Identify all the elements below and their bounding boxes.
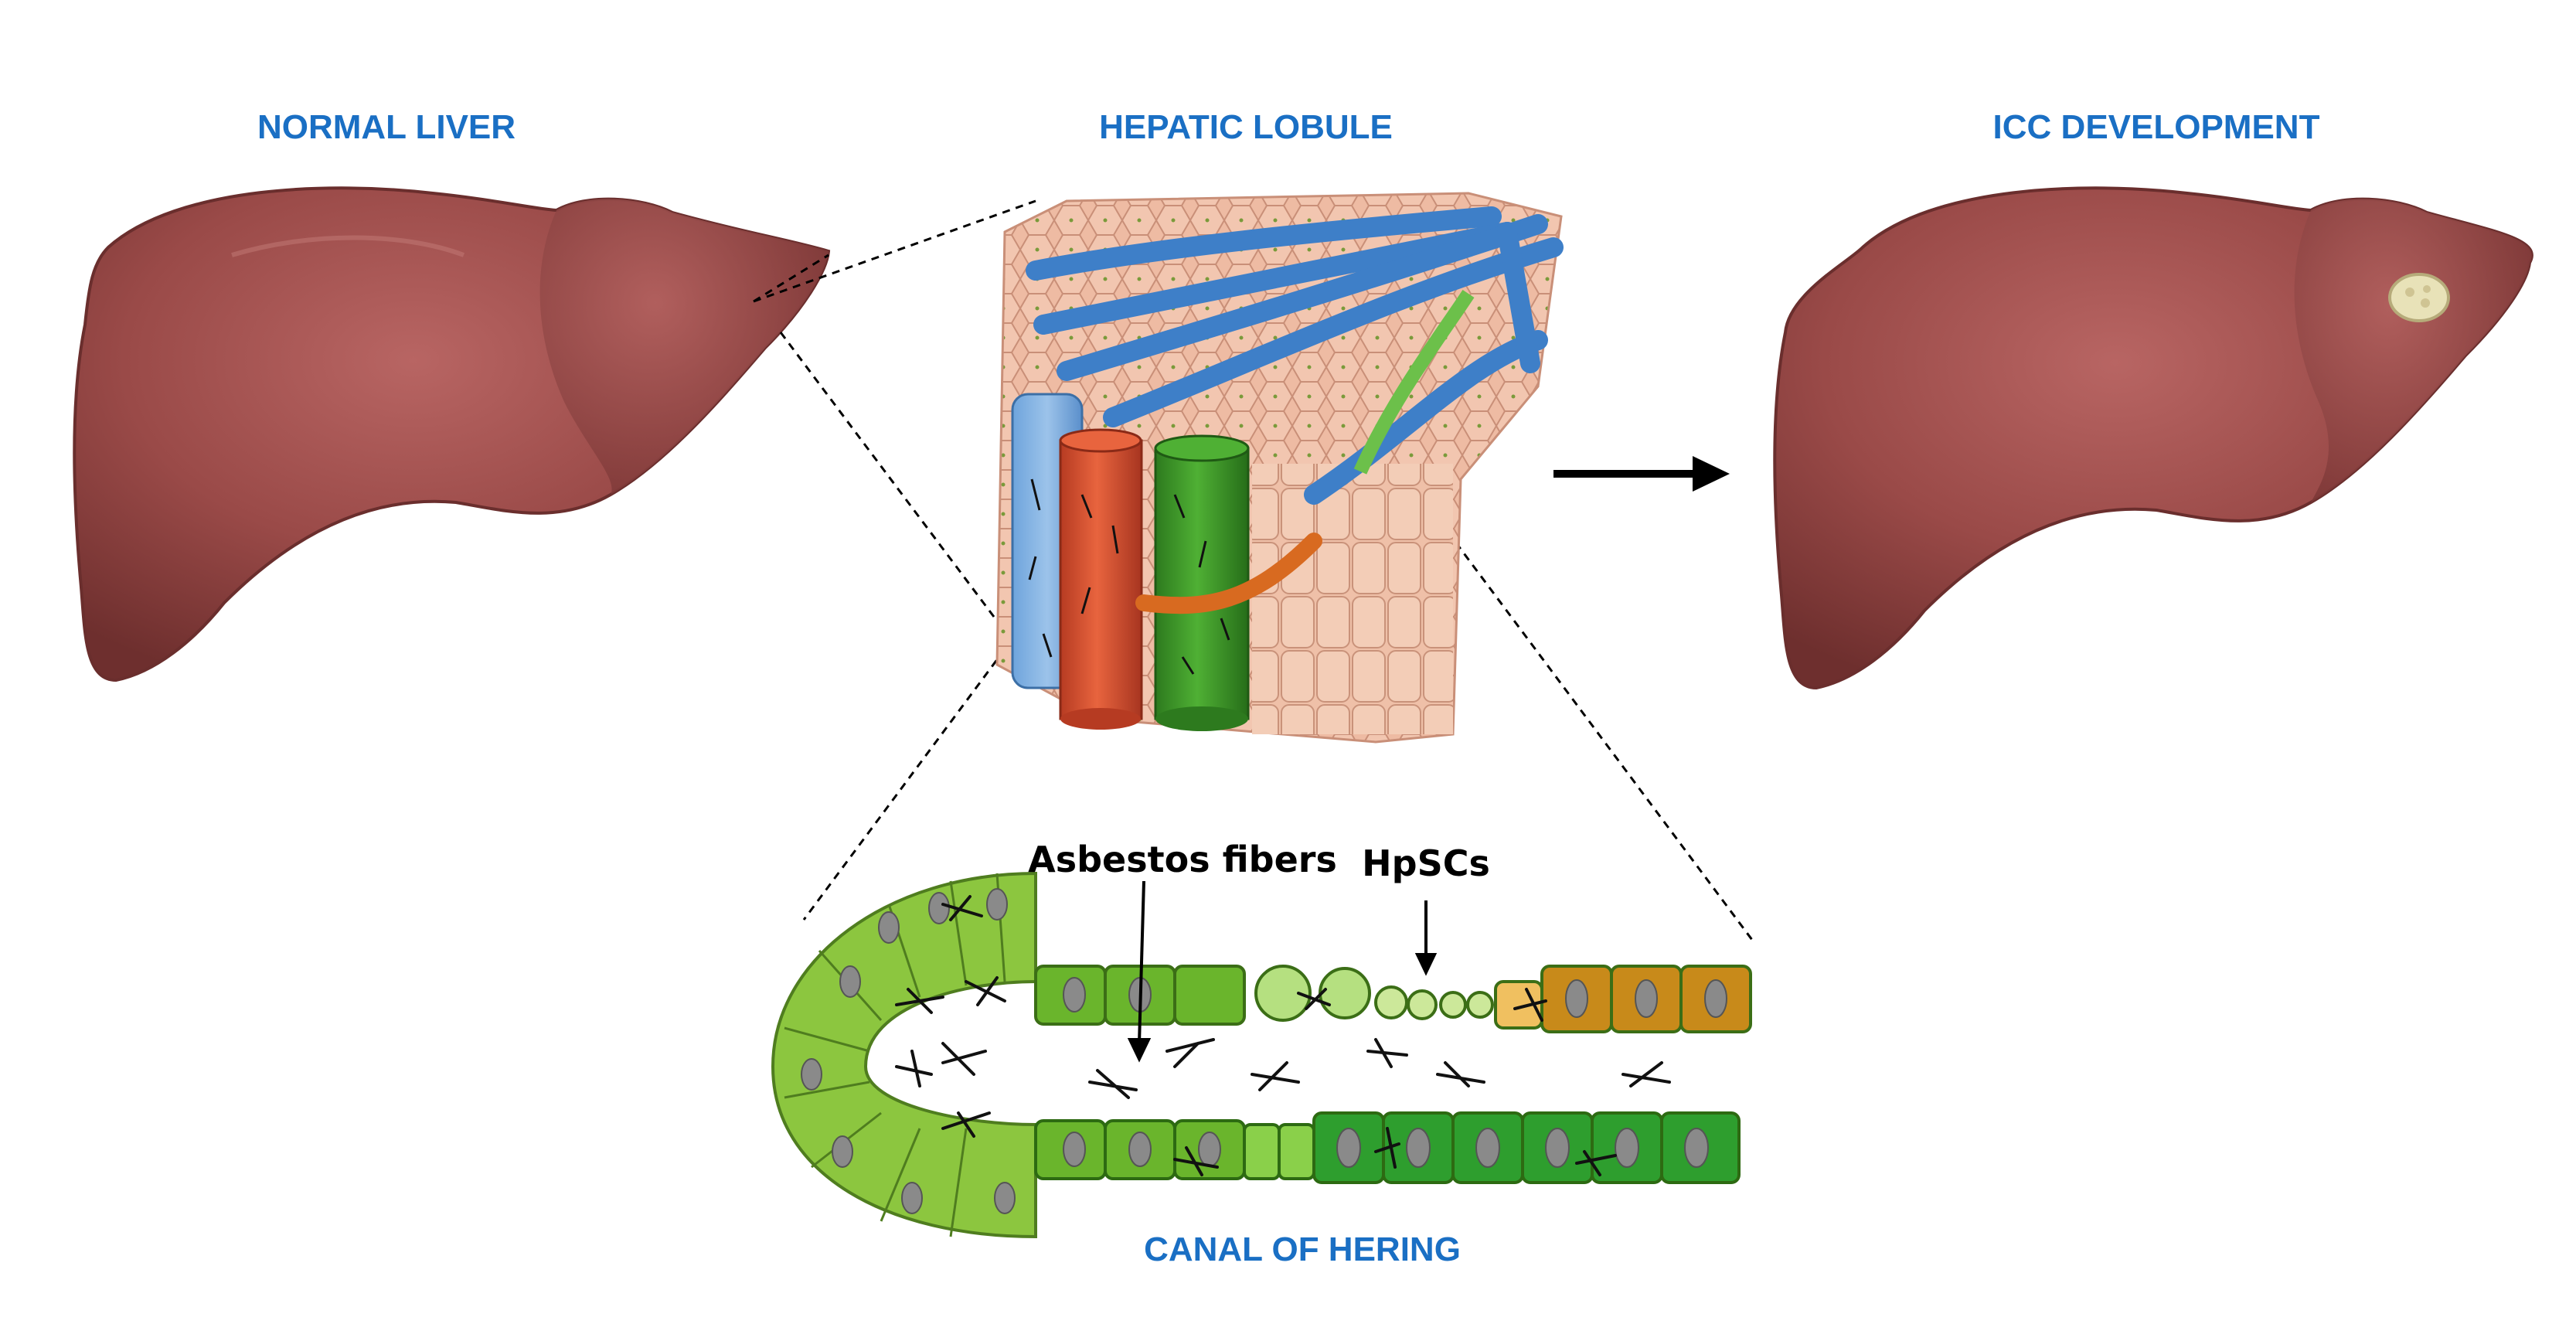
title-icc-development: ICC DEVELOPMENT	[1992, 108, 2320, 146]
normal-liver	[73, 186, 831, 682]
canal-of-hering	[771, 871, 1752, 1239]
title-canal-of-hering: CANAL OF HERING	[1144, 1230, 1461, 1268]
title-normal-liver: NORMAL LIVER	[257, 108, 516, 146]
icc-liver	[1773, 186, 2533, 690]
hepatic-lobule	[995, 192, 1564, 744]
tumor-nodule	[2388, 273, 2450, 322]
zoom-lines	[753, 199, 1756, 944]
label-hpscs: HpSCs	[1362, 842, 1490, 884]
label-arrows	[1127, 880, 1438, 1063]
canal-curve	[771, 871, 1037, 1239]
asbestos-fibers	[895, 895, 1671, 1176]
progression-arrow	[1553, 456, 1730, 492]
label-asbestos-fibers: Asbestos fibers	[1028, 839, 1337, 880]
title-hepatic-lobule: HEPATIC LOBULE	[1099, 108, 1393, 146]
